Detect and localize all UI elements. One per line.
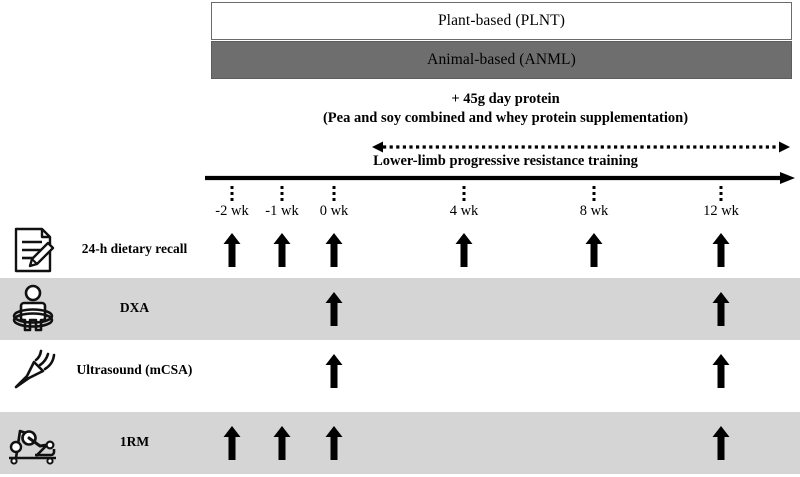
measurement-row-dxa xyxy=(0,278,800,340)
timeline-tick-label: 0 wk xyxy=(319,203,349,219)
measurement-timepoint-arrow xyxy=(712,233,730,267)
measurement-timepoint-arrow xyxy=(223,426,241,460)
measurement-timepoint-arrow xyxy=(325,292,343,326)
measurement-timepoint-arrow xyxy=(325,233,343,267)
measurement-label-one-rm: 1RM xyxy=(119,434,150,449)
intervention-label: Lower-limb progressive resistance traini… xyxy=(373,153,638,169)
group-box-plant: Plant-based (PLNT) xyxy=(211,2,792,40)
measurement-timepoint-arrow xyxy=(712,426,730,460)
timeline-tick xyxy=(280,186,284,201)
ultrasound-probe-icon xyxy=(8,340,58,402)
measurement-timepoint-arrow xyxy=(273,233,291,267)
measurement-timepoint-arrow xyxy=(712,292,730,326)
timeline-tick-label: 4 wk xyxy=(449,203,479,219)
timeline-tick-label: -1 wk xyxy=(265,203,299,219)
measurement-timepoint-arrow xyxy=(712,354,730,388)
document-pencil-icon xyxy=(8,222,58,278)
supplementation-detail: (Pea and soy combined and whey protein s… xyxy=(322,110,689,126)
measurement-timepoint-arrow xyxy=(585,233,603,267)
measurement-timepoint-arrow xyxy=(325,354,343,388)
leg-press-icon xyxy=(8,412,58,474)
body-scan-icon xyxy=(8,278,58,340)
timeline-tick xyxy=(592,186,596,201)
measurement-timepoint-arrow xyxy=(325,426,343,460)
measurement-timepoint-arrow xyxy=(455,233,473,267)
group-box-animal: Animal-based (ANML) xyxy=(211,41,792,79)
measurement-timepoint-arrow xyxy=(223,233,241,267)
measurement-label-dxa: DXA xyxy=(119,300,150,315)
supplementation-dose: + 45g day protein xyxy=(451,91,560,107)
timeline-tick-label: 8 wk xyxy=(579,203,609,219)
intervention-span-arrow xyxy=(372,140,790,154)
timeline-tick xyxy=(719,186,723,201)
supplementation-caption: + 45g day protein (Pea and soy combined … xyxy=(211,90,800,128)
group-label-plant: Plant-based (PLNT) xyxy=(437,12,566,29)
timeline-tick-label: -2 wk xyxy=(215,203,249,219)
timeline-tick-label: 12 wk xyxy=(703,203,739,219)
group-label-animal: Animal-based (ANML) xyxy=(427,51,576,68)
timeline-tick xyxy=(230,186,234,201)
measurement-row-one-rm xyxy=(0,412,800,474)
measurement-label-ultrasound: Ultrasound (mCSA) xyxy=(76,362,193,377)
timeline-tick xyxy=(332,186,336,201)
timeline-axis xyxy=(205,172,795,188)
measurement-label-dietary-recall: 24-h dietary recall xyxy=(81,241,188,256)
measurement-timepoint-arrow xyxy=(273,426,291,460)
timeline-tick xyxy=(462,186,466,201)
